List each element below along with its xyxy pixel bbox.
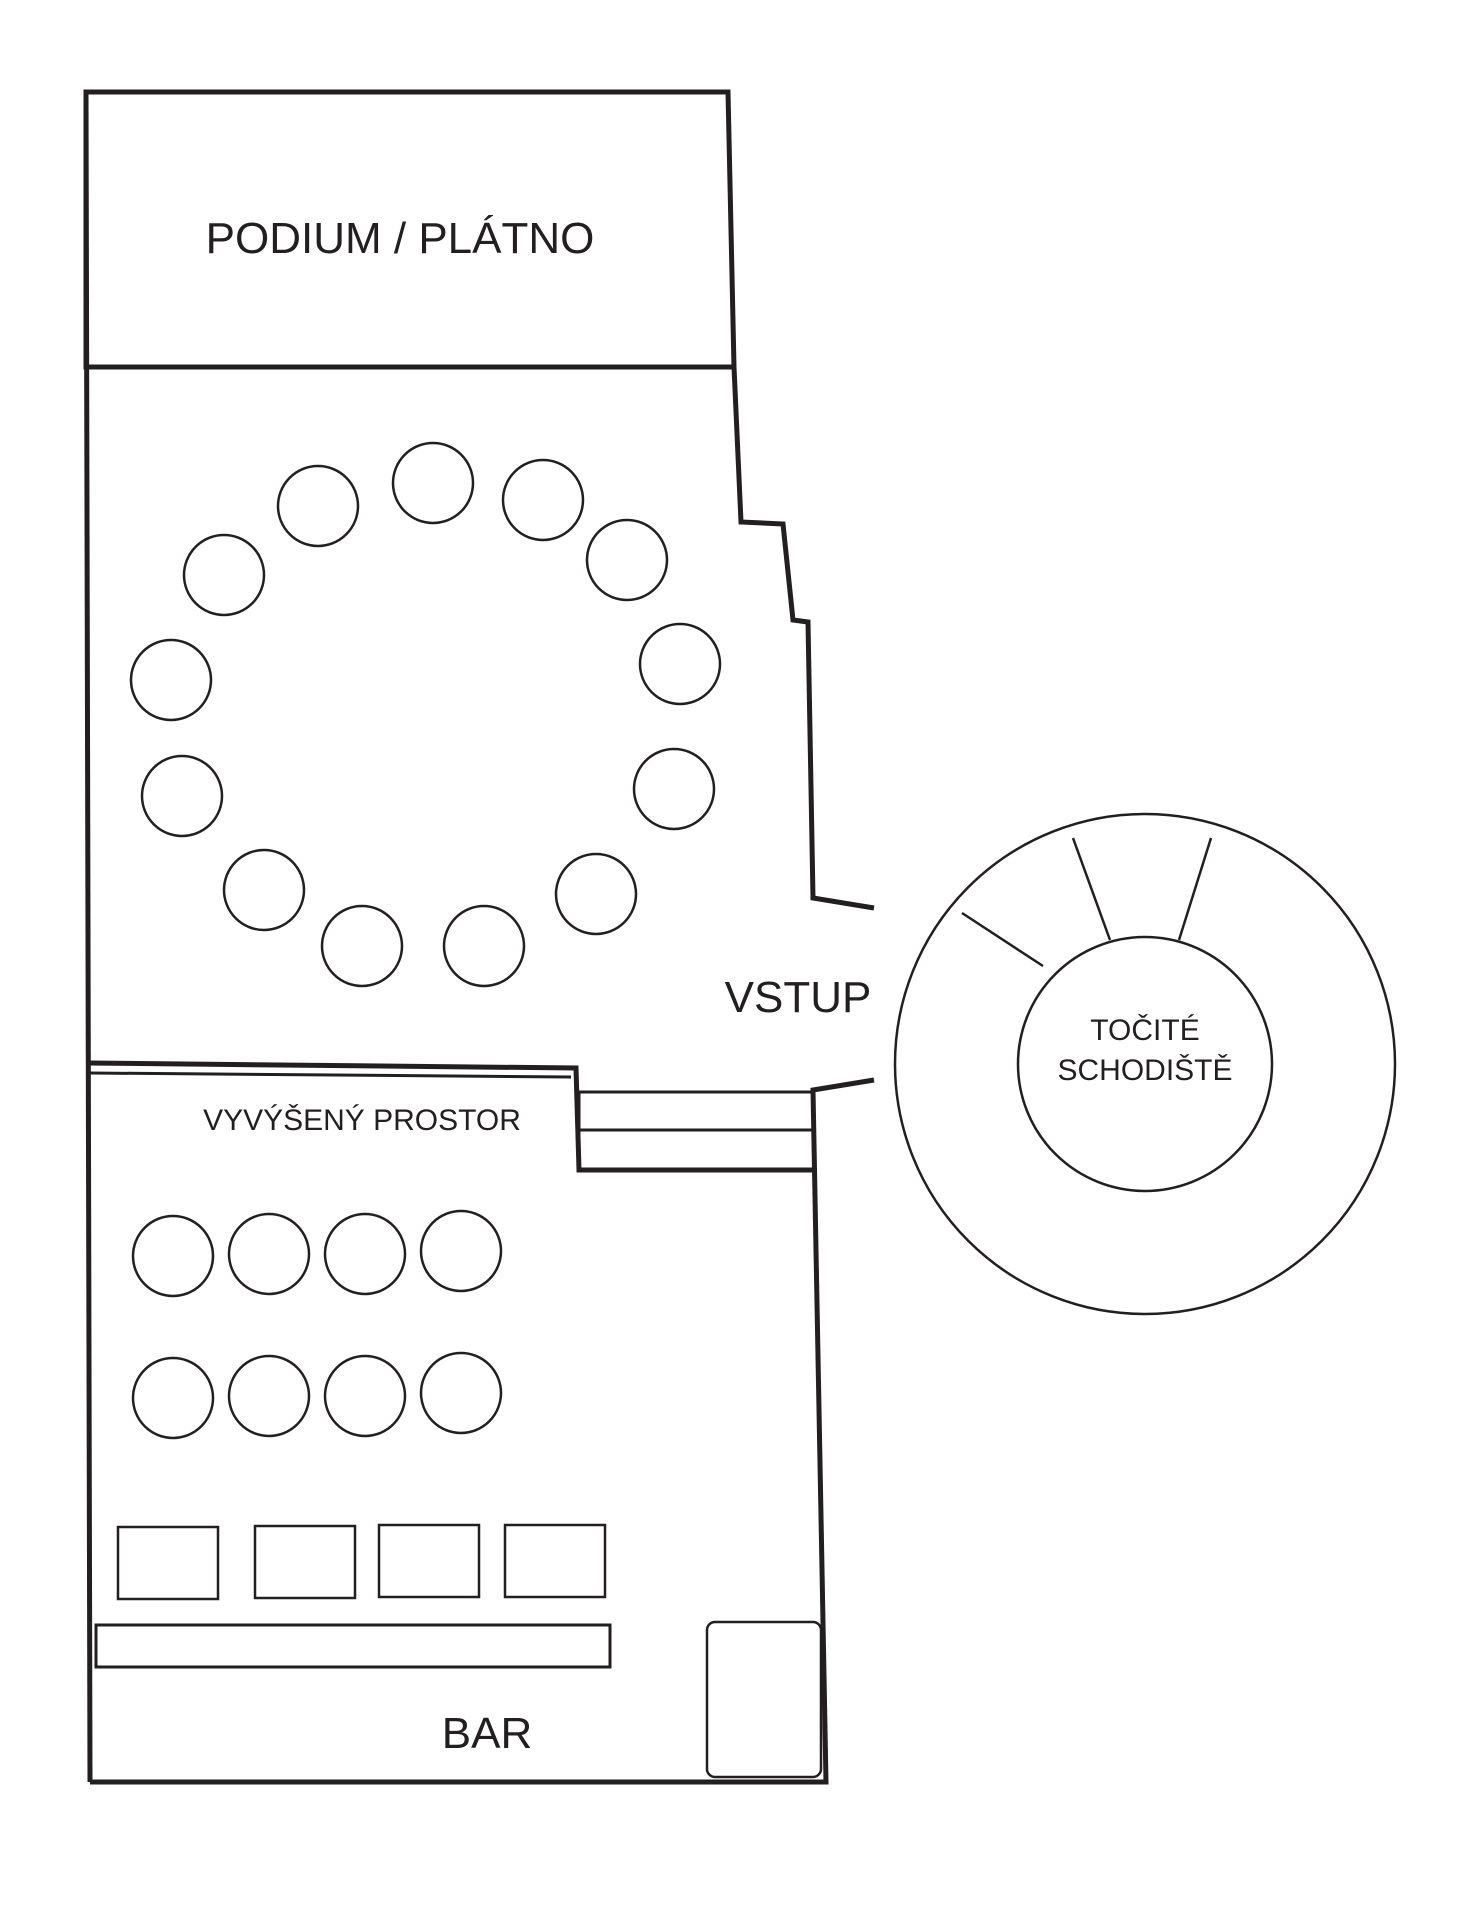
round-table — [140, 754, 224, 838]
main-hall-tables — [129, 441, 722, 988]
staircase-outer — [893, 812, 1397, 1316]
round-table — [419, 1209, 503, 1293]
main-hall-right-wall — [731, 366, 875, 911]
round-table — [320, 904, 404, 988]
raised-area-tables — [131, 1209, 503, 1440]
spiral-staircase: TOČITÉ SCHODIŠTĚ — [893, 812, 1397, 1316]
bar-label: BAR — [442, 1709, 532, 1758]
round-table — [227, 1212, 311, 1296]
round-table — [632, 747, 716, 831]
entrance-label: VSTUP — [725, 973, 872, 1022]
rectangular-table — [116, 1525, 220, 1601]
raised-area-divider-inner — [89, 1071, 572, 1079]
bar-back-counter — [705, 1620, 823, 1779]
round-table — [554, 852, 638, 936]
round-table — [442, 904, 526, 988]
rectangular-table — [503, 1523, 607, 1599]
round-table — [131, 1356, 215, 1440]
stair-step-line — [1071, 837, 1112, 941]
round-table — [131, 1214, 215, 1298]
stage-label: PODIUM / PLÁTNO — [206, 214, 595, 263]
staircase-label-line2: SCHODIŠTĚ — [1057, 1053, 1232, 1087]
rectangular-table — [377, 1523, 481, 1599]
rectangular-tables — [116, 1523, 607, 1601]
round-table — [129, 638, 213, 722]
round-table — [222, 848, 306, 932]
round-table — [323, 1212, 407, 1296]
round-table — [182, 533, 266, 617]
round-table — [638, 622, 722, 706]
bar-counter — [94, 1623, 612, 1669]
rectangular-table — [253, 1524, 357, 1600]
round-table — [276, 464, 360, 548]
round-table — [419, 1351, 503, 1435]
lower-right-wall — [90, 1077, 875, 1785]
stair-step-line — [961, 911, 1044, 968]
main-hall-left-wall — [83, 91, 93, 1783]
staircase-label-line1: TOČITÉ — [1090, 1013, 1199, 1047]
round-table — [323, 1354, 407, 1438]
raised-area-label: VYVÝŠENÝ PROSTOR — [203, 1103, 521, 1137]
round-table — [585, 518, 669, 602]
round-table — [501, 458, 585, 542]
stair-step-line — [1177, 837, 1213, 941]
staircase-inner — [1016, 935, 1274, 1193]
round-table — [227, 1354, 311, 1438]
round-table — [391, 441, 475, 525]
